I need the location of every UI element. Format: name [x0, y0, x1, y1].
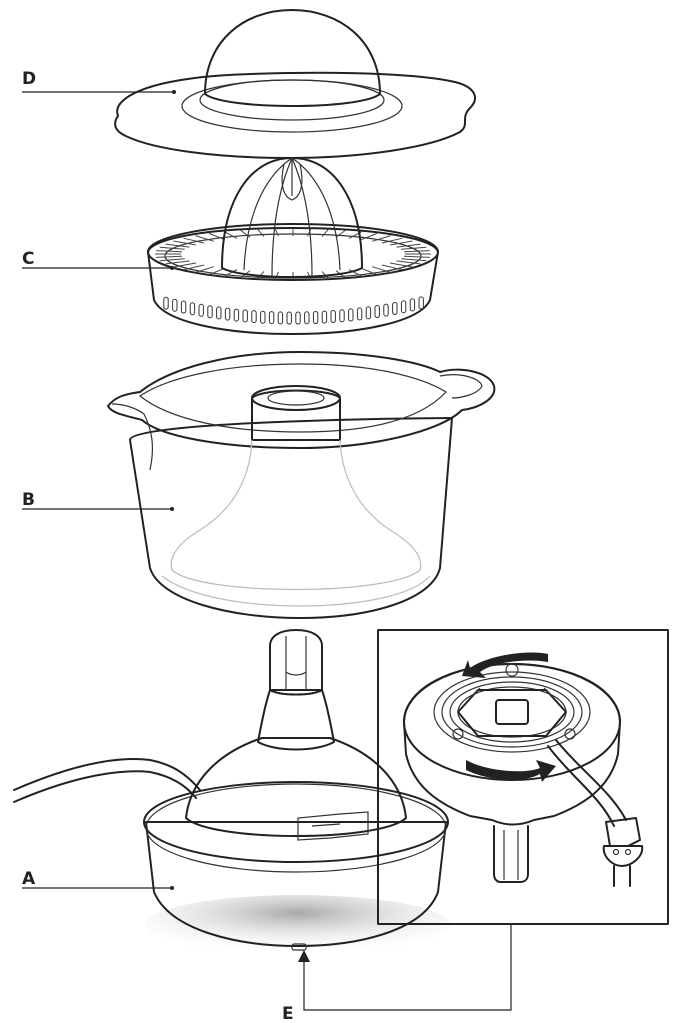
filter-rim-slot: [183, 264, 205, 271]
filter-wall-slot: [286, 311, 292, 325]
juice-jug: [107, 351, 496, 619]
filter-rim-slot: [208, 232, 225, 241]
filter-wall-slot: [295, 311, 301, 325]
filter-rim-slot: [403, 250, 430, 253]
filter-wall-slot: [233, 308, 240, 322]
filter-rim-slot: [173, 240, 197, 246]
rotate-arrow-top-icon: [462, 652, 548, 678]
leader-dot-c: [170, 266, 174, 270]
filter-rim-slot: [239, 229, 251, 238]
filter-rim-slot: [372, 235, 391, 242]
filter-wall-slot: [163, 296, 169, 310]
label-a-text: A: [22, 869, 36, 889]
label-b-text: B: [22, 490, 35, 510]
filter-wall-slot: [383, 303, 389, 317]
filter-wall-slot: [348, 308, 354, 322]
filter-wall-slot: [198, 303, 204, 317]
filter-rim-slot: [156, 255, 183, 258]
filter-rim-slot: [159, 258, 185, 262]
label-e-text: E: [282, 1004, 294, 1023]
label-b: B: [22, 490, 174, 511]
rotate-arrow-bottom-icon: [466, 760, 556, 782]
filter-wall-slot: [277, 311, 284, 325]
filter-rim-slot: [223, 231, 238, 239]
filter-rim-slot: [195, 235, 214, 242]
label-c-text: C: [22, 249, 34, 269]
filter-rim-slot: [165, 260, 190, 265]
filter-rim-slot: [389, 240, 413, 246]
filter-wall-slot: [304, 311, 310, 325]
filter-rim-slot: [381, 264, 403, 271]
filter-wall-slot: [260, 310, 266, 324]
filter-wall-slot: [400, 300, 407, 314]
filter-rim-slot: [401, 246, 427, 250]
base-unit: [13, 629, 450, 955]
filter-wall-slot: [392, 302, 398, 315]
filter-rim-slot: [401, 258, 427, 262]
filter-rim-slot: [156, 250, 183, 253]
filter-rim-slot: [223, 269, 238, 277]
filter-wall-slot: [180, 300, 187, 314]
juicer-cone-filter: [147, 157, 439, 335]
filter-rim-slot: [208, 267, 225, 276]
filter-rim-slot: [173, 262, 197, 268]
filter-wall-slot: [339, 309, 345, 323]
filter-rim-slot: [396, 243, 421, 248]
filter-rim-slot: [307, 228, 312, 237]
cord-storage-inset: [377, 629, 669, 925]
filter-wall-slot: [356, 307, 363, 321]
leader-line-e: [303, 924, 512, 1011]
filter-rim-slot: [256, 228, 265, 237]
filter-rim-slot: [361, 267, 378, 276]
filter-rim-slot: [348, 269, 363, 277]
inset-frame: [377, 629, 669, 925]
dust-cover-lid: [114, 9, 476, 159]
filter-wall-slot: [365, 306, 372, 320]
filter-wall-slot: [321, 310, 328, 324]
filter-rim-slot: [372, 266, 391, 273]
filter-rim-slot: [183, 237, 205, 244]
filter-rim-slot: [321, 228, 330, 237]
filter-wall-slot: [224, 307, 231, 321]
filter-wall-slots: [163, 296, 424, 325]
filter-wall-slot: [268, 311, 275, 325]
filter-wall-slot: [409, 298, 416, 312]
leader-dot-d: [172, 90, 176, 94]
filter-wall-slot: [418, 296, 424, 310]
filter-rim-slot: [396, 260, 421, 265]
filter-wall-slot: [330, 310, 336, 323]
leader-arrow-e-icon: [298, 950, 310, 962]
label-a: A: [22, 869, 174, 890]
leader-dot-a: [170, 886, 174, 890]
label-d: D: [22, 69, 176, 94]
filter-rim-slot: [381, 237, 403, 244]
label-c: C: [22, 249, 174, 270]
filter-wall-slot: [242, 309, 248, 323]
leader-dot-b: [170, 507, 174, 511]
filter-wall-slot: [374, 305, 380, 318]
label-e: E: [282, 924, 512, 1023]
filter-wall-slot: [216, 306, 222, 320]
filter-rim-slot: [403, 255, 430, 258]
filter-rim-slot: [195, 266, 214, 273]
filter-wall-slot: [312, 311, 319, 324]
filter-rim-slot: [389, 262, 413, 268]
filter-rim-slot: [274, 228, 279, 237]
filter-rim-slots: [155, 228, 431, 280]
filter-rim-slot: [335, 229, 347, 238]
label-d-text: D: [22, 69, 36, 89]
filter-wall-slot: [251, 310, 257, 324]
filter-rim-slot: [159, 246, 185, 250]
filter-wall-slot: [189, 302, 196, 316]
filter-rim-slot: [165, 243, 190, 248]
base-shadow: [146, 895, 450, 955]
filter-wall-slot: [172, 298, 178, 312]
filter-wall-slot: [207, 305, 213, 319]
filter-rim-slot: [361, 232, 378, 241]
